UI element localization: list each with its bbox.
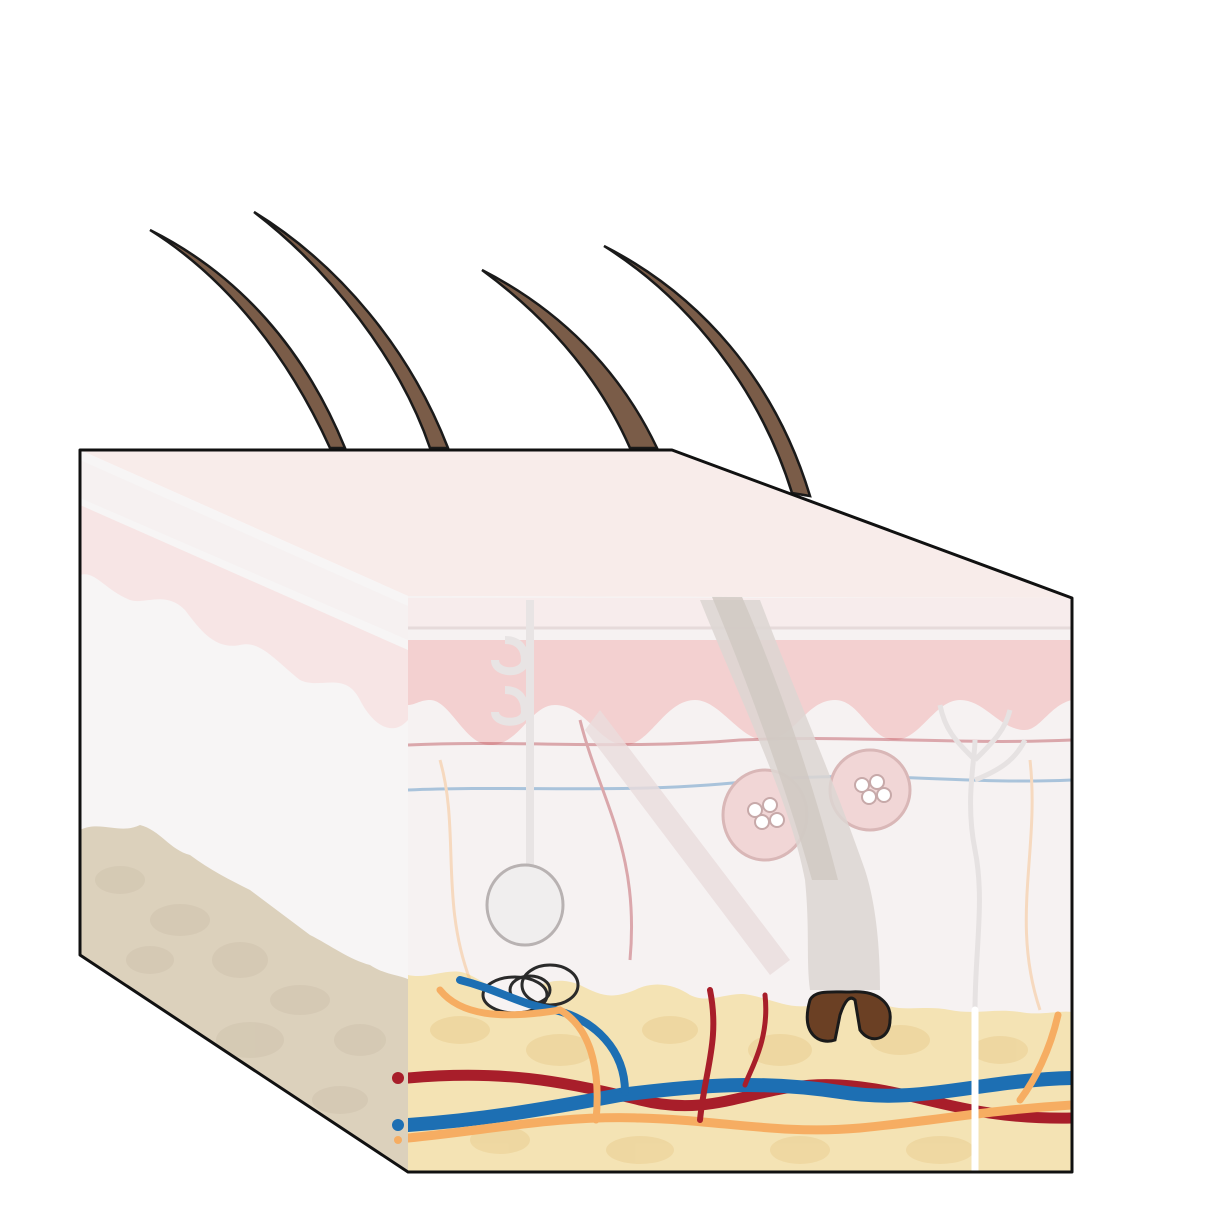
nerve-ending bbox=[937, 704, 1028, 1170]
hair-shaft-1 bbox=[149, 228, 347, 450]
artery-branch-2 bbox=[742, 992, 769, 1088]
lymph-vessel bbox=[408, 1100, 1072, 1143]
side-epidermis-band bbox=[80, 460, 408, 640]
vein bbox=[408, 1071, 1072, 1132]
front-face bbox=[408, 596, 1072, 1172]
lymph-branch-2 bbox=[1016, 1011, 1062, 1104]
arrector-pili-muscle bbox=[585, 710, 790, 975]
hair-shaft-4 bbox=[603, 244, 812, 498]
vessel-cross-sections bbox=[392, 1072, 404, 1144]
side-fat-texture bbox=[95, 866, 386, 1114]
lymph-branch bbox=[436, 986, 601, 1124]
artery bbox=[408, 1069, 1072, 1124]
deep-vessels bbox=[408, 976, 1072, 1172]
hair-shaft-3 bbox=[481, 268, 659, 450]
hair-bulb bbox=[805, 990, 892, 1043]
side-face-overlay bbox=[80, 450, 408, 1172]
hair-shaft-2 bbox=[253, 210, 450, 450]
hair-shafts-above-surface bbox=[149, 210, 812, 498]
sweat-gland bbox=[491, 600, 534, 870]
skin-surface-top bbox=[80, 450, 1072, 598]
hair-root bbox=[650, 596, 838, 880]
block-outline bbox=[78, 448, 1074, 1174]
side-dermal-papillae bbox=[80, 505, 408, 729]
artery-branch-1 bbox=[697, 987, 717, 1123]
